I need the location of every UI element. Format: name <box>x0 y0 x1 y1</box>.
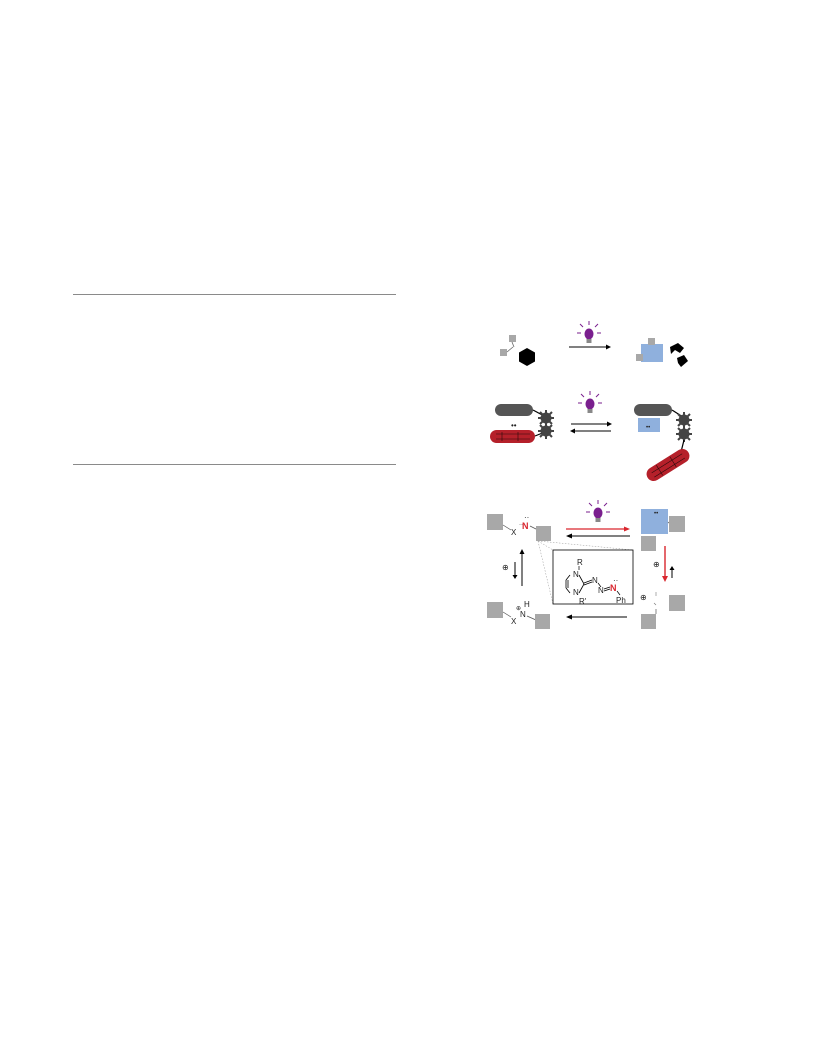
black-fragments <box>670 343 688 367</box>
panel-2: •• <box>490 391 692 482</box>
atom-n: N <box>520 610 526 619</box>
positive-charge: ⊕ <box>516 606 521 612</box>
bond <box>511 341 515 348</box>
atom-n: N <box>592 576 598 585</box>
blue-box <box>641 344 663 362</box>
lone-pair-dots: •• <box>654 511 658 517</box>
substituent-r-prime: R' <box>579 597 587 606</box>
atom-n: N <box>573 570 579 579</box>
atom-n-red: N <box>610 583 617 593</box>
atom-n: N <box>573 588 579 597</box>
inset-box <box>552 549 634 605</box>
atom-x: X <box>511 528 517 537</box>
lone-pair-dots: •• <box>511 421 517 430</box>
panel-3: X ·· N ·· •• <box>487 500 685 629</box>
gray-square <box>500 349 507 356</box>
inset-structure: R N N R' N N ·· N Ph <box>565 558 626 606</box>
substituent-r: R <box>577 558 583 567</box>
horizontal-rule-bottom <box>73 464 396 465</box>
black-hexagon <box>519 348 535 366</box>
lone-pair: ·· <box>524 513 529 522</box>
phenyl-label: Ph <box>616 596 626 605</box>
arrowhead <box>606 344 611 350</box>
gray-square <box>641 536 656 551</box>
red-bar <box>490 430 535 443</box>
blue-box <box>641 509 668 534</box>
gray-square <box>641 614 656 629</box>
atom-n-red: N <box>522 521 529 531</box>
gear-icon <box>676 426 692 442</box>
atom-x: X <box>511 617 517 626</box>
gray-square <box>669 516 685 532</box>
bond <box>506 346 514 353</box>
lone-pair: ·· <box>519 522 523 528</box>
positive-charge: ⊕ <box>640 593 647 602</box>
zoom-guide <box>537 540 634 551</box>
atom-h: H <box>524 600 530 609</box>
horizontal-rule-top <box>73 294 396 295</box>
lone-pair: ·· <box>613 576 618 585</box>
gray-square <box>487 514 503 530</box>
blue-box <box>638 418 660 432</box>
light-bulb-icon <box>577 321 601 343</box>
gear-icon <box>676 412 692 428</box>
positive-charge: ⊕ <box>653 560 660 569</box>
dark-gray-bar <box>634 404 672 416</box>
red-bar <box>646 448 690 482</box>
gray-square <box>536 526 551 541</box>
gray-square <box>487 602 503 618</box>
panel-1 <box>500 321 688 367</box>
atom-n: N <box>598 586 604 595</box>
light-bulb-icon <box>578 391 602 413</box>
gray-square <box>509 335 516 342</box>
gray-square <box>535 614 550 629</box>
zoom-guide <box>537 540 554 605</box>
red-bar-hatching <box>496 432 530 441</box>
gray-square <box>648 338 655 345</box>
positive-charge: ⊕ <box>502 563 509 572</box>
gear-icon <box>538 423 554 439</box>
dark-gray-bar <box>495 404 533 416</box>
light-bulb-icon <box>586 500 610 522</box>
gray-square <box>636 354 643 361</box>
gray-square <box>669 595 685 611</box>
lone-pair-dots: •• <box>646 425 650 431</box>
